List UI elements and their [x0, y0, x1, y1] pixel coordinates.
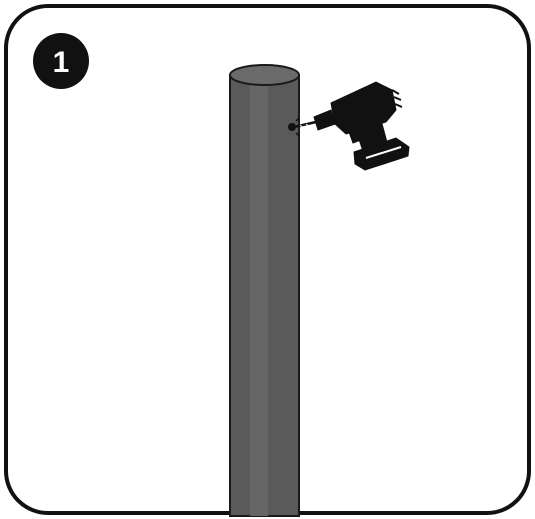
post: [230, 65, 299, 516]
step-badge: 1: [33, 33, 89, 89]
step-number: 1: [53, 46, 70, 79]
post-top: [230, 65, 299, 85]
post-highlight: [250, 80, 268, 516]
